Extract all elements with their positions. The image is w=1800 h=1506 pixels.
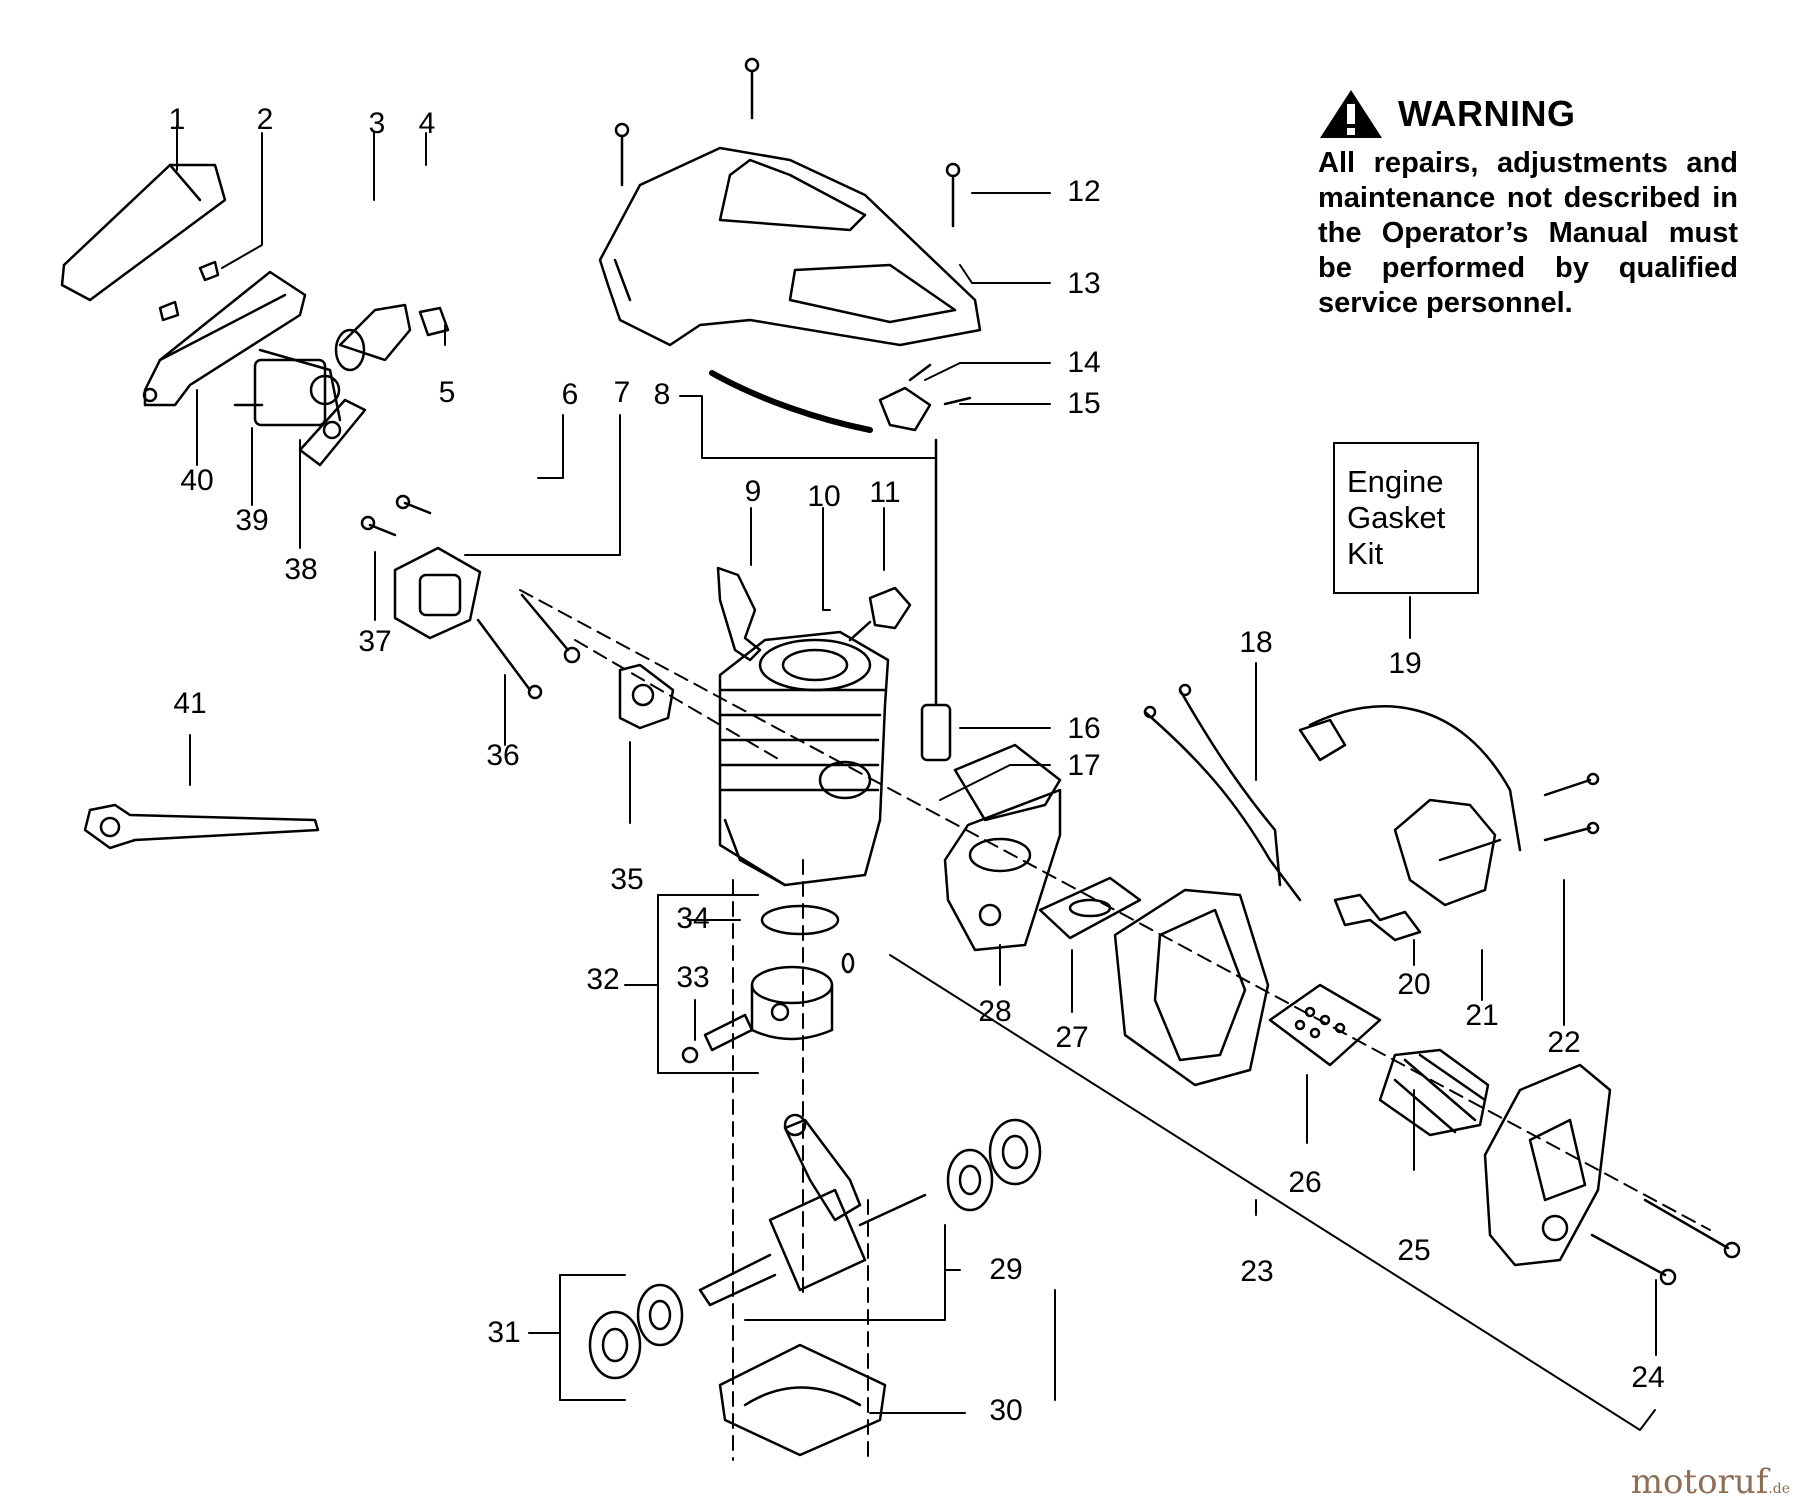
part-number-1: 1 [168,103,186,136]
part-number-29: 29 [989,1253,1023,1286]
part-24-bolts [1590,1198,1741,1286]
part-29-crankshaft [698,1113,927,1307]
part-1-air-filter-cover [60,163,227,302]
part-24-muffler-cover [1483,1063,1612,1267]
part-number-9: 9 [744,475,762,508]
part-13-cylinder-cover [598,146,982,347]
part-number-18: 18 [1239,626,1273,659]
warning-notice: WARNING All repairs, adjustments and mai… [1318,88,1738,321]
part-38-gasket [298,398,367,467]
part-number-4: 4 [418,107,436,140]
part-number-28: 28 [978,995,1012,1028]
part-number-41: 41 [173,687,207,720]
part-31-seal [588,1310,642,1380]
part-number-20: 20 [1397,968,1431,1001]
warning-triangle-icon [1320,90,1382,138]
part-34-piston-ring [760,904,840,936]
part-number-33: 33 [676,961,710,994]
part-3-intake-elbow [334,303,412,372]
leader-lines [176,124,1657,1431]
part-8-fuel-hose [709,370,873,433]
kit-line: Engine [1347,464,1444,499]
part-number-10: 10 [807,480,841,513]
part-12-screws [614,57,961,228]
part-16-fuel-filter [920,438,952,762]
part-number-16: 16 [1067,712,1101,745]
part-41-combination-wrench [83,803,320,850]
part-23-muffler-body [1113,888,1270,1087]
part-number-2: 2 [256,103,274,136]
part-26-spark-arrestor-plate [1268,983,1382,1067]
part-25-spark-screen [1378,1048,1490,1137]
part-number-37: 37 [358,625,392,658]
part-number-30: 30 [989,1394,1023,1427]
part-29-bearing [946,1148,994,1212]
part-number-15: 15 [1067,387,1101,420]
part-9-spark-plug [716,566,762,662]
part-37-screws [360,494,432,537]
part-number-38: 38 [284,553,318,586]
part-33-wrist-pin [681,952,855,1064]
part-7-intake-manifold [393,546,482,640]
part-20-switch-bracket [1333,893,1422,942]
part-18-wire-harness [1143,683,1302,902]
watermark-text: motoruf [1630,1462,1769,1502]
part-number-8: 8 [653,378,671,411]
part-number-24: 24 [1631,1361,1665,1394]
bolt-2 [520,593,581,664]
part-number-40: 40 [180,464,214,497]
part-number-21: 21 [1465,999,1499,1032]
part-number-12: 12 [1067,175,1101,208]
part-number-6: 6 [561,378,579,411]
watermark-logo: motoruf.de [1631,1462,1790,1502]
part-35-gasket [618,663,675,730]
part-number-11: 11 [869,476,901,509]
part-number-13: 13 [1067,267,1101,300]
part-30-crankcase [718,1343,887,1457]
warning-title: WARNING [1398,93,1576,134]
part-number-23: 23 [1240,1255,1274,1288]
engine-gasket-kit-box: Engine Gasket Kit [1333,442,1479,594]
part-number-27: 27 [1055,1021,1089,1054]
part-number-34: 34 [676,902,710,935]
axis-lines [519,589,1711,1461]
warning-text: All repairs, adjustments and maintenance… [1318,147,1738,319]
part-36-bolt [476,618,543,700]
part-number-17: 17 [1067,749,1101,782]
part-number-39: 39 [235,504,269,537]
part-piston [750,965,834,1041]
part-number-22: 22 [1547,1026,1581,1059]
part-number-25: 25 [1397,1234,1431,1267]
part-number-5: 5 [438,376,456,409]
part-39-carburetor [233,348,342,427]
part-10-cylinder [718,630,890,887]
part-40-bracket [142,270,307,407]
part-number-36: 36 [486,739,520,772]
kit-line: Kit [1347,536,1384,571]
part-28-muffler-plate [943,788,1062,952]
part-19-spark-plug-lead [1298,705,1522,852]
part-number-19: 19 [1388,647,1422,680]
part-number-35: 35 [610,863,644,896]
part-4-clip [418,306,450,337]
part-29-seal [988,1118,1042,1186]
part-15-screw [943,396,972,406]
warning-header: WARNING [1318,88,1738,140]
part-number-26: 26 [1288,1166,1322,1199]
part-number-14: 14 [1067,346,1101,379]
part-14-valve [878,363,932,432]
kit-line: Gasket [1347,500,1446,535]
part-21-ignition-module [1393,798,1502,907]
part-22-screws [1543,772,1600,842]
part-number-3: 3 [368,107,386,140]
part-number-31: 31 [487,1316,521,1349]
part-number-32: 32 [586,963,620,996]
part-11-plug-boot [848,586,912,642]
part-31-bearing [636,1283,684,1347]
part-2-nuts [158,260,220,322]
part-27-muffler-gasket [1038,876,1142,940]
watermark-suffix: .de [1768,1481,1790,1497]
part-number-7: 7 [613,376,631,409]
